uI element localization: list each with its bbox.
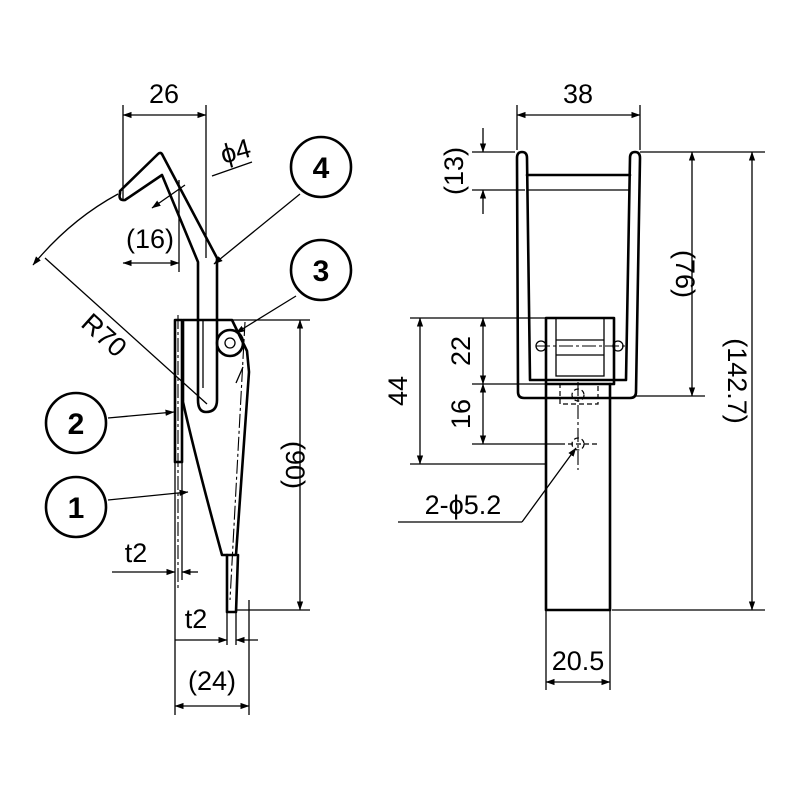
handle-tail — [225, 553, 240, 614]
dim-16: (16) — [126, 224, 174, 254]
dim-38: 38 — [563, 79, 593, 109]
balloon-2: 2 — [44, 391, 108, 455]
front-plate — [544, 382, 612, 612]
dim-26: 26 — [149, 79, 179, 109]
handle-lever — [181, 318, 251, 557]
front-hook-wire — [515, 150, 642, 400]
dim-90: (90) — [280, 441, 310, 489]
dim-holes: 2-ϕ5.2 — [425, 490, 502, 520]
svg-text:2: 2 — [68, 408, 85, 441]
dim-76: (76) — [670, 250, 700, 298]
balloon-3: 3 — [289, 238, 353, 302]
dim-142-7: (142.7) — [722, 338, 752, 424]
dim-13: (13) — [439, 147, 469, 195]
svg-text:3: 3 — [313, 255, 330, 288]
front-view: 38 (13) (76) (142.7) 44 22 16 2-ϕ5.2 — [383, 79, 765, 690]
hook-wire — [118, 151, 219, 414]
dim-44: 44 — [383, 376, 413, 406]
center-line — [229, 321, 246, 601]
svg-text:4: 4 — [313, 152, 330, 185]
dim-22: 22 — [446, 336, 476, 366]
balloon-4: 4 — [289, 135, 353, 199]
dim-t2-handle: t2 — [185, 604, 208, 634]
balloon-1: 1 — [44, 475, 108, 539]
dim-r70: R70 — [76, 308, 133, 363]
hinge-pin-hole — [224, 337, 236, 349]
dim-20-5: 20.5 — [552, 646, 605, 676]
radius-leader — [44, 257, 208, 405]
radius-arc — [32, 193, 119, 266]
handle-inner-edge — [202, 320, 244, 388]
svg-text:1: 1 — [68, 492, 85, 525]
dim-phi4: ϕ4 — [217, 133, 254, 170]
side-view: 26 ϕ4 (16) R70 (90) t2 t2 (24) — [32, 79, 353, 715]
dim-16: 16 — [446, 399, 476, 429]
hinge-block-inner — [555, 317, 605, 377]
dim-24: (24) — [188, 666, 236, 696]
dim-t2-base: t2 — [125, 538, 148, 568]
